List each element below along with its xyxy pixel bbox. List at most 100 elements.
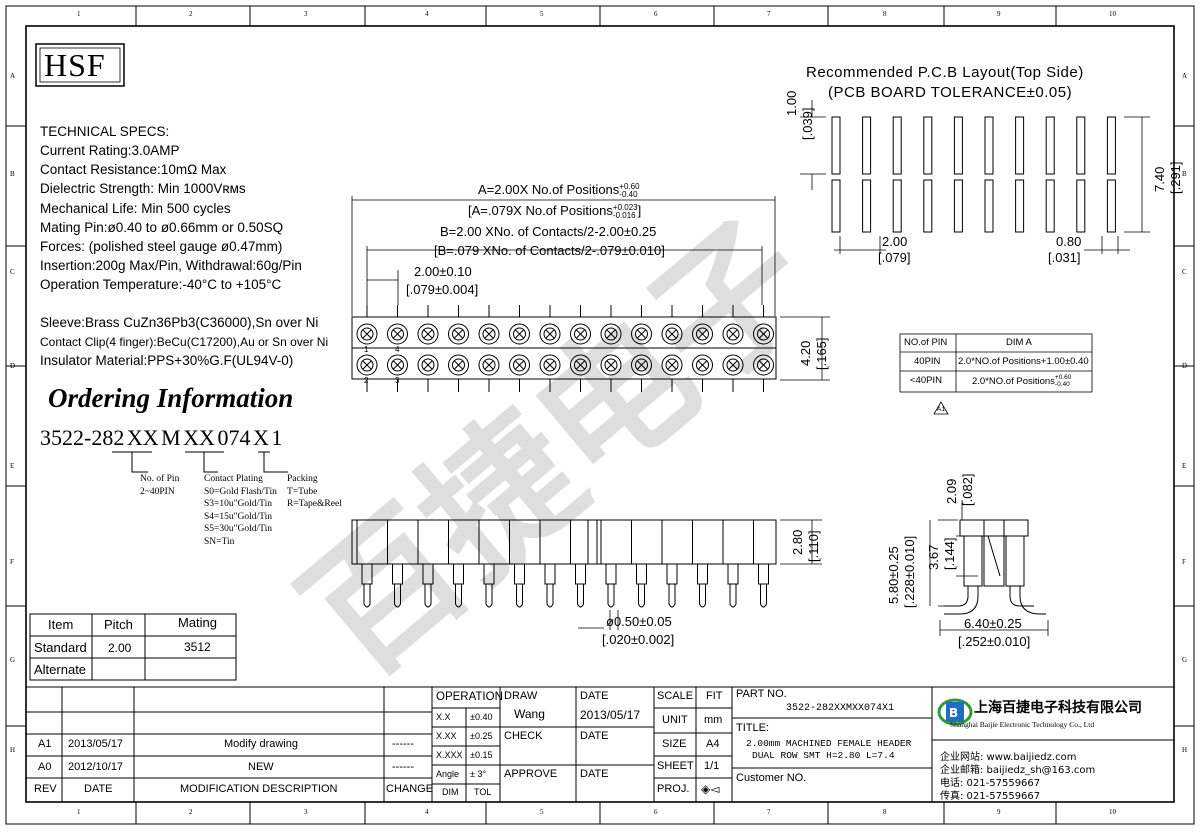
tol-row-label: X.XXX (436, 750, 463, 760)
dim-end-a: 2.09 (944, 478, 959, 504)
dim-end-c: 5.80±0.25 (886, 546, 901, 604)
grid-col-label: 1 (77, 808, 81, 816)
pcb-title: Recommended P.C.B Layout(Top Side) (806, 64, 1084, 81)
pitch-header-pitch: Pitch (104, 617, 133, 632)
grid-row-label: E (10, 462, 15, 470)
sheet-label: SHEET (657, 760, 694, 772)
spec-line: Forces: (polished steel gauge ø0.47mm) (40, 239, 283, 254)
dim-table-tol-up: +0.60 (1054, 374, 1072, 381)
date-label-draw: DATE (580, 690, 609, 702)
company-web: 企业网站: www.baijiedz.com (940, 752, 1077, 763)
label-line: S4=15u"Gold/Tin (204, 511, 273, 522)
grid-row-label: D (1182, 362, 1188, 370)
spec-line: Operation Temperature:-40°C to +105°C (40, 277, 282, 293)
rev-a0: A0 (38, 761, 52, 773)
check-label: CHECK (504, 730, 543, 742)
company-fax: 传真: 021-57559667 (940, 791, 1041, 802)
label-line: S5=30u"Gold/Tin (204, 524, 273, 534)
dim-a-inch-tol-dn: -0.016 (612, 210, 636, 220)
dim-pitch: 2.00±0.10 (414, 264, 472, 279)
dim-table-row2-pin: <40PIN (910, 375, 942, 386)
grid-col-label: 6 (654, 808, 658, 816)
rev-a1-change: ------ (392, 738, 414, 750)
fit-label: FIT (706, 690, 723, 702)
company-name-en: Shanghai Baijie Electronic Technology Co… (950, 720, 1095, 729)
company-email: 企业邮箱: baijiedz_sh@163.com (940, 765, 1096, 776)
grid-col-label: 4 (425, 808, 429, 816)
dim-a-text: A=2.00X No.of Positions (478, 182, 620, 197)
grid-row-label: C (1182, 268, 1187, 276)
dim-table-tol-dn: -0.40 (1054, 380, 1070, 388)
grid-col-label: 2 (189, 808, 193, 816)
size-label: SIZE (662, 738, 687, 750)
label-line: Contact Plating (204, 474, 263, 484)
grid-row-label: D (10, 362, 16, 370)
revision-mark-a1: A1 (937, 406, 945, 413)
rev-a0-date: 2012/10/17 (68, 761, 124, 773)
spec-line: Mechanical Life: Min 500 cycles (40, 200, 231, 216)
grid-row-label: E (1182, 462, 1187, 470)
spec-line: Dielectric Strength: Min 1000Vʀᴍs (40, 181, 246, 197)
pitch-header-item: Item (48, 617, 74, 632)
grid-row-label: H (10, 746, 16, 754)
dim-height: 4.20 (798, 340, 813, 366)
dim-body-height: 2.80 (790, 529, 805, 555)
rev-a1: A1 (38, 738, 52, 750)
pitch-standard-value: 2.00 (108, 641, 132, 655)
rev-header-desc: MODIFICATION DESCRIPTION (180, 783, 338, 795)
dim-label: DIM (442, 787, 459, 797)
grid-row-label: B (1182, 170, 1187, 178)
operation-label: OPERATION (436, 691, 503, 703)
unit-label: UNIT (662, 714, 688, 726)
label-line: S3=10u"Gold/Tin (204, 499, 273, 509)
material-line: Sleeve:Brass CuZn36Pb3(C36000),Sn over N… (40, 315, 319, 330)
dim-a: A=2.00X No.of Positions +0.60 -0.40 (478, 182, 640, 199)
dim-table-row1-dim: 2.0*NO.of Positions+1.00±0.40 (958, 356, 1089, 367)
company-tel: 电话: 021-57559667 (940, 778, 1041, 789)
spec-line: Contact Resistance:10mΩ Max (40, 162, 227, 178)
grid-col-label: 9 (997, 808, 1001, 816)
material-line: Insulator Material:PPS+30%G.F(UL94V-0) (40, 353, 294, 368)
tol-row-value: ±0.40 (470, 712, 493, 722)
date-label-approve: DATE (580, 768, 609, 780)
label-line: 2~40PIN (140, 486, 175, 497)
pin-number-2: 2 (364, 376, 369, 385)
label-line: No. of Pin (140, 474, 180, 484)
grid-col-label: 4 (425, 10, 429, 18)
dim-end-width: 6.40±0.25 (964, 616, 1022, 631)
pcb-d031: [.031] (1048, 250, 1081, 265)
pin-number-1: 1 (364, 345, 369, 354)
pcb-d291: [.291] (1168, 161, 1183, 194)
label-line: R=Tape&Reel (287, 499, 342, 509)
pcb-d100: 1.00 (784, 90, 799, 116)
dim-a-tol-dn: -0.40 (619, 189, 638, 199)
dim-table-row2-text: 2.0*NO.of Positions (972, 376, 1055, 388)
rev-a0-change: ------ (392, 761, 414, 773)
rev-header-change: CHANGE (386, 783, 434, 795)
dim-end-b-inch: [.144] (942, 537, 957, 570)
grid-row-label: A (1182, 72, 1188, 80)
grid-row-label: H (1182, 746, 1188, 754)
company-logo-icon: B (937, 698, 973, 726)
pin-number-4: 4 (395, 345, 400, 354)
tol-label: TOL (474, 787, 492, 797)
label-line: SN=Tin (204, 536, 235, 547)
dim-a-inch: [A=.079X No.of Positions +0.023 -0.016] (468, 203, 641, 220)
dim-table-header-pin: NO.of PIN (904, 337, 948, 348)
grid-row-label: F (1182, 558, 1186, 566)
rev-a1-date: 2013/05/17 (68, 738, 124, 750)
pcb-d740: 7.40 (1152, 166, 1167, 192)
tol-row-value: ±0.25 (470, 731, 493, 741)
pitch-header-mating: Mating (178, 615, 218, 630)
dim-end-b: 3.67 (926, 544, 941, 570)
tol-row-label: Angle (436, 769, 460, 779)
dim-b: B=2.00 XNo. of Contacts/2-2.00±0.25 (440, 224, 657, 239)
dim-body-height-inch: [.110] (806, 530, 821, 562)
label-line: Packing (287, 474, 318, 484)
proj-label: PROJ. (657, 783, 690, 795)
dim-b-inch: [B=.079 XNo. of Contacts/2-.079±0.010] (434, 243, 665, 258)
grid-col-label: 2 (189, 10, 193, 18)
grid-row-label: G (10, 656, 16, 664)
grid-row-label: B (10, 170, 15, 178)
